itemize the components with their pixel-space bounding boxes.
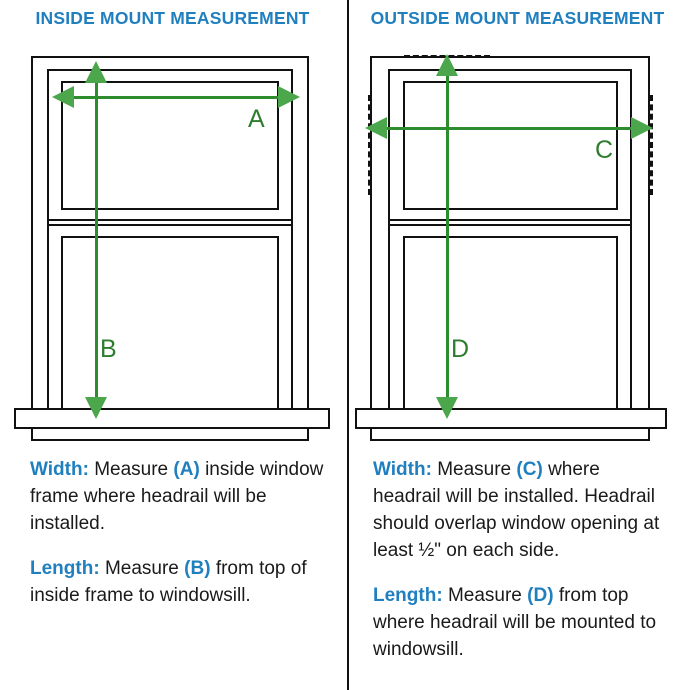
instruction-keyword: Width:	[30, 459, 89, 480]
arrow-shaft-vertical	[445, 68, 449, 405]
window-lower-glass	[403, 236, 618, 412]
instruction-before: Measure	[94, 459, 169, 480]
instruction-after: where headrail will be installed. Headra…	[373, 459, 660, 561]
dimension-label-d: D	[451, 335, 470, 363]
instruction-before: Measure	[104, 558, 179, 579]
panel-divider	[347, 0, 349, 690]
width-measurement-arrow-a	[52, 86, 300, 108]
arrowhead-up	[85, 61, 107, 83]
dimension-label-b: B	[100, 335, 117, 363]
instruction-keyword: Width:	[373, 459, 432, 480]
instruction-letter: (B)	[184, 558, 211, 579]
outside-mount-panel: OUTSIDE MOUNT MEASUREMENT C	[345, 0, 690, 690]
overlap-guide-right-dashed	[650, 95, 653, 195]
overlap-guide-left-dashed	[368, 95, 371, 195]
instruction-letter: (D)	[527, 585, 554, 606]
dimension-label-c: C	[595, 136, 614, 164]
length-measurement-arrow-b	[85, 61, 107, 419]
window-upper-glass	[403, 81, 618, 210]
length-measurement-arrow-d	[436, 54, 458, 419]
outside-mount-instructions: Width: Measure (C) where headrail will b…	[373, 456, 665, 663]
instruction-after: from top where headrail will be mounted …	[373, 585, 657, 660]
instruction-after: from top of inside frame to windowsill.	[30, 558, 307, 606]
arrowhead-right	[631, 117, 653, 139]
windowsill-top	[14, 408, 330, 429]
arrow-shaft-horizontal	[66, 95, 286, 99]
windowsill-top	[355, 408, 667, 429]
arrow-shaft-vertical	[94, 75, 98, 405]
instruction-length-inside: Length: Measure (B) from top of inside f…	[30, 555, 330, 609]
instruction-before: Measure	[447, 585, 522, 606]
instruction-keyword: Length:	[373, 585, 443, 606]
arrowhead-left	[52, 86, 74, 108]
arrowhead-left	[365, 117, 387, 139]
inside-mount-panel: INSIDE MOUNT MEASUREMENT A	[14, 8, 330, 609]
windowsill-apron	[370, 429, 650, 441]
instruction-length-outside: Length: Measure (D) from top where headr…	[373, 582, 665, 663]
width-measurement-arrow-c	[365, 117, 653, 139]
arrowhead-down	[436, 397, 458, 419]
windowsill-apron	[31, 429, 309, 441]
instruction-width-outside: Width: Measure (C) where headrail will b…	[373, 456, 665, 564]
instruction-letter: (A)	[173, 459, 200, 480]
outside-mount-title: OUTSIDE MOUNT MEASUREMENT	[370, 8, 665, 28]
instruction-after: inside window frame where headrail will …	[30, 459, 324, 534]
arrow-shaft-horizontal	[379, 126, 639, 130]
arrowhead-down	[85, 397, 107, 419]
instruction-keyword: Length:	[30, 558, 100, 579]
inside-mount-title: INSIDE MOUNT MEASUREMENT	[35, 8, 310, 28]
arrowhead-right	[278, 86, 300, 108]
dimension-label-a: A	[248, 105, 265, 133]
inside-mount-instructions: Width: Measure (A) inside window frame w…	[30, 456, 330, 609]
arrowhead-up	[436, 54, 458, 76]
instruction-before: Measure	[437, 459, 512, 480]
instruction-letter: (C)	[516, 459, 543, 480]
instruction-width-inside: Width: Measure (A) inside window frame w…	[30, 456, 330, 537]
